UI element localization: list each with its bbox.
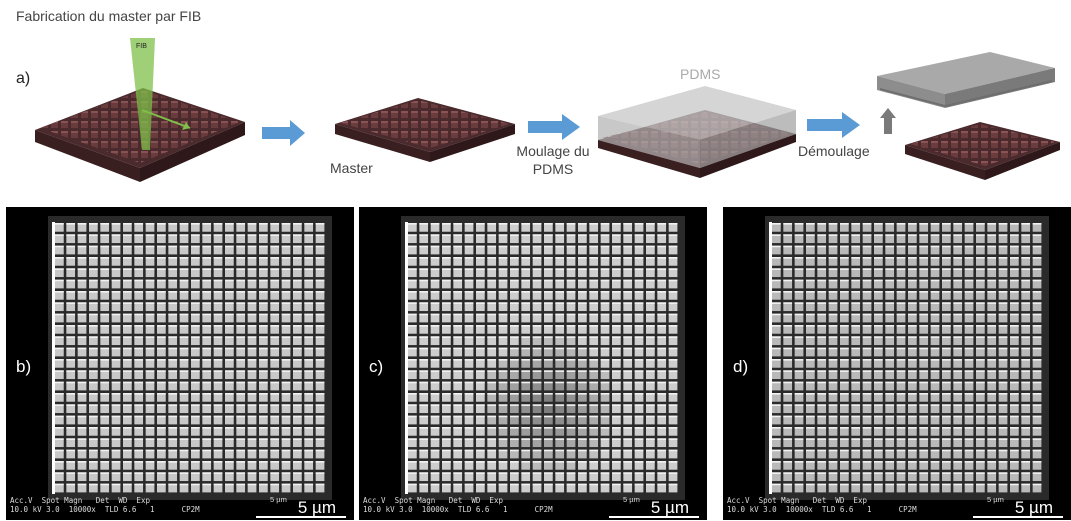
sem-info-bar: Acc.V Spot Magn Det WD Exp 10.0 kV 3.0 1…	[363, 496, 553, 514]
fib-beam	[130, 38, 191, 150]
step1-title: Fabrication du master par FIB	[16, 8, 202, 24]
scale-bar	[973, 516, 1063, 518]
process-schematic: FIB	[35, 38, 1060, 182]
sem-panel-b: b) Acc.V Spot Magn Det WD Exp 10.0 kV 3.…	[6, 207, 354, 520]
scale-bar	[609, 516, 699, 518]
sem-panel-c: c) Acc.V Spot Magn Det WD Exp 10.0 kV 3.…	[359, 207, 707, 520]
arrow-3	[807, 112, 860, 138]
sem-info-values: 10.0 kV 3.0 10000x TLD 6.6 1 CP2M	[363, 505, 553, 514]
scale-bar	[256, 516, 346, 518]
demoulage-label: Démoulage	[798, 143, 870, 159]
fib-label: FIB	[136, 43, 147, 50]
moulage-label-text: Moulage du PDMS	[516, 143, 590, 177]
panel-label-a: a)	[16, 70, 31, 87]
sem-info-bar-label: 5 µm	[987, 495, 1004, 504]
pillar-array-image	[765, 216, 1049, 500]
sem-panel-d: d) Acc.V Spot Magn Det WD Exp 10.0 kV 3.…	[723, 207, 1071, 520]
sem-info-bar: Acc.V Spot Magn Det WD Exp 10.0 kV 3.0 1…	[10, 496, 200, 514]
arrow-1	[262, 120, 305, 146]
arrow-2	[528, 114, 580, 140]
master-block	[335, 98, 515, 162]
up-arrow-icon	[880, 108, 896, 134]
scale-label: 5 µm	[297, 498, 336, 517]
master-after-demold	[905, 122, 1060, 180]
sem-info-bar: Acc.V Spot Magn Det WD Exp 10.0 kV 3.0 1…	[727, 496, 917, 514]
sem-info-values: 10.0 kV 3.0 10000x TLD 6.6 1 CP2M	[727, 505, 917, 514]
panel-letter: b)	[16, 357, 32, 376]
pdms-label: PDMS	[680, 66, 721, 82]
pillar-array-image	[401, 216, 685, 500]
moulage-label: Moulage du PDMS	[510, 142, 596, 178]
panel-letter: d)	[733, 357, 749, 376]
sem-info-bar-label: 5 µm	[623, 495, 640, 504]
pdms-mold-block	[598, 86, 796, 178]
sem-info-header: Acc.V Spot Magn Det WD Exp	[10, 496, 150, 505]
master-label: Master	[330, 160, 373, 176]
sem-info-values: 10.0 kV 3.0 10000x TLD 6.6 1 CP2M	[10, 505, 200, 514]
sem-info-header: Acc.V Spot Magn Det WD Exp	[363, 496, 503, 505]
panel-letter: c)	[369, 357, 384, 376]
scale-label: 5 µm	[1014, 498, 1053, 517]
sem-info-header: Acc.V Spot Magn Det WD Exp	[727, 496, 867, 505]
pillar-array-image	[48, 216, 332, 500]
pdms-slab	[877, 52, 1055, 108]
scale-label: 5 µm	[650, 498, 689, 517]
sem-info-bar-label: 5 µm	[270, 495, 287, 504]
